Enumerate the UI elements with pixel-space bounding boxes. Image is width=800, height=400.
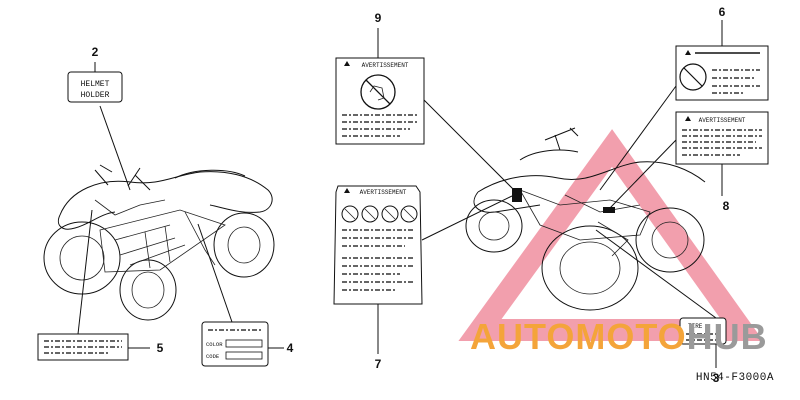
label-warning-8: AVERTISSEMENT — [675, 111, 769, 165]
code-field-text: CODE — [206, 353, 220, 360]
label-helmet-holder: HELMET HOLDER — [67, 71, 123, 103]
callout-numbers: 2 3 4 5 6 7 8 9 — [92, 5, 730, 385]
callout-3: 3 — [713, 371, 720, 385]
avert-7-text: AVERTISSEMENT — [360, 189, 407, 196]
diagram-code: HN54-F3000A — [695, 372, 774, 384]
helmet-text-line2: HOLDER — [81, 91, 110, 100]
tire-text: TIRE — [688, 323, 703, 330]
label-prohibition-warning: AVERTISSEMENT — [335, 57, 425, 145]
atv-rear-illustration — [465, 127, 706, 311]
callout-4: 4 — [287, 341, 294, 355]
watermark-triangle — [458, 129, 764, 341]
callout-5: 5 — [157, 341, 164, 355]
avert-8-text: AVERTISSEMENT — [699, 117, 746, 124]
callout-6: 6 — [719, 5, 726, 19]
atv-front-illustration — [43, 164, 275, 321]
label-warning-7: AVERTISSEMENT — [333, 185, 423, 305]
color-field-text: COLOR — [206, 341, 223, 348]
helmet-text-line1: HELMET — [81, 80, 110, 89]
callout-9: 9 — [375, 11, 382, 25]
callout-8: 8 — [723, 199, 730, 213]
label-tire: TIRE — [679, 317, 727, 345]
leader-lines — [77, 20, 723, 368]
label-warning-6 — [675, 45, 769, 101]
label-color-code: COLOR CODE — [201, 321, 269, 367]
callout-2: 2 — [92, 45, 99, 59]
label-5 — [37, 333, 129, 361]
avert-9-text: AVERTISSEMENT — [362, 62, 409, 69]
watermark-part2: HUB — [686, 316, 768, 357]
watermark-text: AUTOMOTOHUB — [470, 316, 768, 358]
watermark-part1: AUTOMOTO — [470, 316, 687, 357]
callout-7: 7 — [375, 357, 382, 371]
